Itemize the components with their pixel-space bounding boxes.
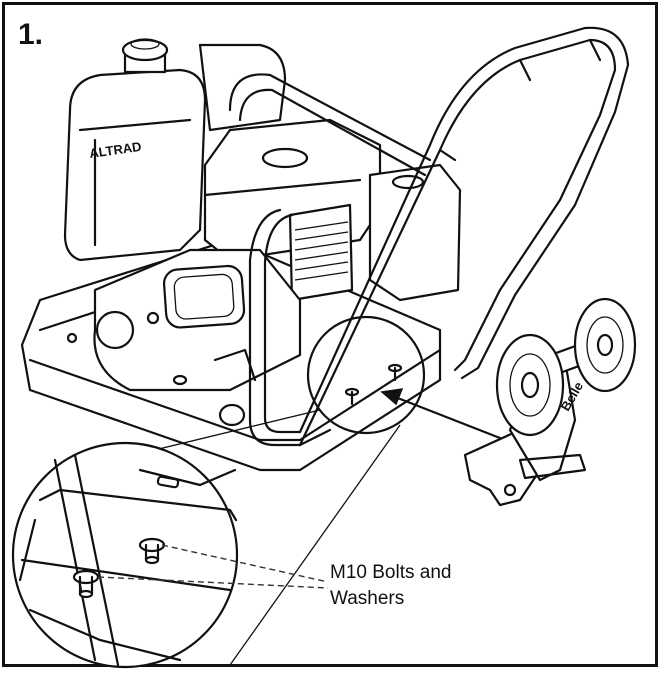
mounting-arrow bbox=[380, 388, 507, 442]
callout-line-1: M10 Bolts and bbox=[330, 562, 452, 583]
machine-logo: ALTRAD bbox=[88, 139, 142, 161]
belt-guard bbox=[93, 248, 302, 392]
water-tank: ALTRAD bbox=[63, 38, 287, 262]
bolt-washer-2 bbox=[72, 569, 100, 585]
detail-focus-circle bbox=[306, 315, 426, 435]
engine-block bbox=[203, 118, 462, 302]
bolts-callout: M10 Bolts and Washers bbox=[330, 560, 451, 612]
magnified-detail bbox=[11, 441, 239, 669]
step-number: 1. bbox=[18, 18, 44, 51]
callout-line-2: Washers bbox=[330, 588, 405, 609]
handle-frame bbox=[228, 26, 630, 447]
plate-bolts bbox=[172, 363, 403, 427]
callout-leaders bbox=[97, 544, 329, 589]
bolt-washer-1 bbox=[138, 537, 166, 553]
wheel-kit: Belle bbox=[463, 297, 637, 507]
